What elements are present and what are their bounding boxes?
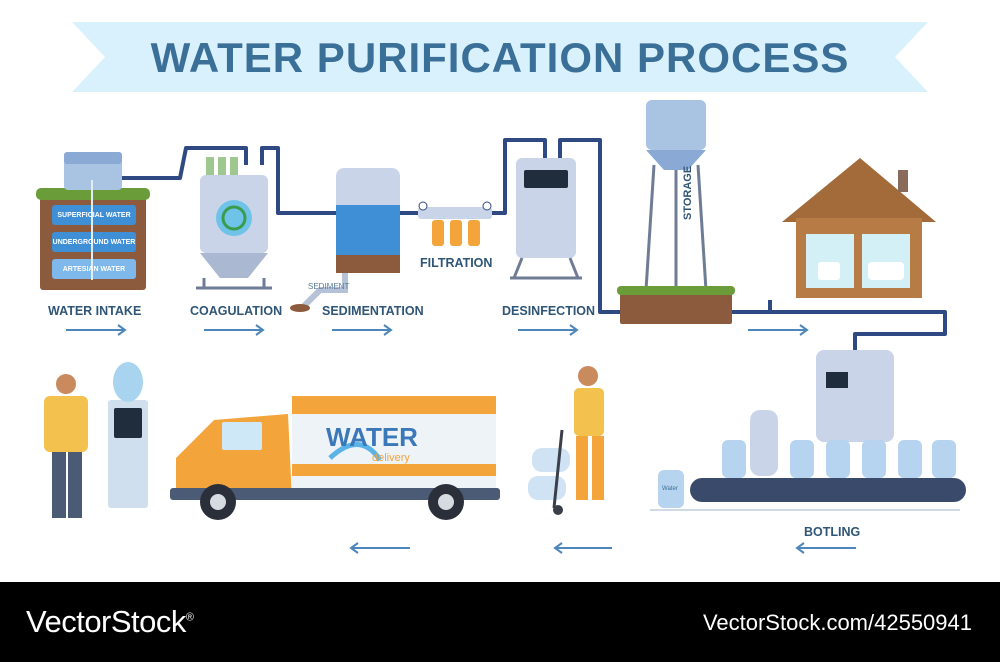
filtration-unit (418, 201, 492, 246)
desinfection-tank (510, 158, 582, 280)
brand-logo: VectorStock® (26, 604, 194, 639)
layer-underground-label: UNDERGROUND WATER (52, 239, 136, 246)
truck-delivery-text: delivery (372, 452, 410, 464)
step-sedimentation: SEDIMENTATION (322, 304, 424, 318)
water-intake-illustration (36, 152, 150, 290)
step-coagulation: COAGULATION (190, 304, 283, 318)
step-desinfection: DESINFECTION (502, 304, 596, 318)
flow-arrows (66, 324, 856, 554)
infographic: WATER PURIFICATION PROCESS SUPERFICIAL W… (36, 22, 966, 554)
house (782, 158, 936, 298)
title-banner (72, 22, 928, 92)
man-with-water-cooler (44, 362, 148, 518)
step-water-intake: WATER INTAKE (48, 304, 142, 318)
worker-with-cart (528, 366, 604, 515)
bottle-label: Water (662, 486, 678, 492)
step-filtration: FILTRATION (420, 256, 493, 270)
illustration (36, 22, 966, 554)
image-id: VectorStock.com/42550941 (702, 610, 972, 635)
layer-superficial-label: SUPERFICIAL WATER (57, 212, 131, 219)
layer-artesian-label: ARTESIAN WATER (62, 266, 126, 273)
footer-bar: VectorStock® VectorStock.com/42550941 (0, 582, 1000, 662)
bottling-line (650, 350, 966, 511)
delivery-truck (170, 396, 500, 520)
sediment-label: SEDIMENT (308, 282, 350, 291)
coagulation-tank (196, 157, 272, 290)
storage-tower (617, 100, 735, 324)
page-title: WATER PURIFICATION PROCESS (150, 34, 850, 81)
step-storage: STORAGE (682, 165, 694, 220)
truck-water-text: WATER (326, 422, 418, 452)
step-botling: BOTLING (804, 525, 861, 539)
sedimentation-tank (290, 168, 400, 313)
